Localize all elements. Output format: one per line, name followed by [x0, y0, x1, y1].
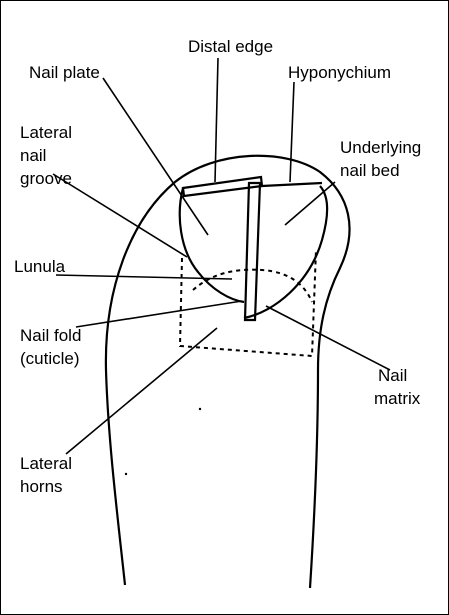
- label-lateral-nail-groove-1: Lateral: [20, 123, 72, 142]
- label-underlying-nail-bed-1: Underlying: [340, 138, 421, 157]
- label-distal-edge: Distal edge: [188, 37, 273, 56]
- distal-edge-shape: [183, 177, 262, 196]
- label-underlying-nail-bed-2: nail bed: [340, 161, 400, 180]
- finger-outline: [106, 156, 350, 588]
- label-lateral-nail-groove-3: groove: [20, 169, 72, 188]
- nail-plate-outline: [180, 186, 327, 318]
- label-hyponychium: Hyponychium: [288, 63, 391, 82]
- leader-lateral-horns: [66, 328, 217, 454]
- lateral-horns-outline: [180, 250, 316, 356]
- label-nail-fold-2: (cuticle): [20, 349, 80, 368]
- label-nail-fold-1: Nail fold: [20, 326, 81, 345]
- label-nail-matrix-2: matrix: [374, 389, 421, 408]
- label-lateral-nail-groove-2: nail: [20, 146, 46, 165]
- nail-strip: [245, 183, 260, 320]
- leader-lateral-nail-groove: [53, 174, 187, 257]
- label-lateral-horns-1: Lateral: [20, 454, 72, 473]
- label-lateral-horns-2: horns: [20, 477, 63, 496]
- leader-nail-plate: [103, 78, 208, 235]
- distal-edge-line: [262, 183, 322, 186]
- label-nail-plate: Nail plate: [29, 63, 100, 82]
- leader-nail-matrix: [266, 306, 390, 370]
- label-lunula: Lunula: [14, 257, 66, 276]
- dot: [125, 473, 127, 475]
- dot: [199, 408, 201, 410]
- leader-distal-edge: [215, 58, 218, 182]
- leader-nail-fold: [76, 301, 242, 327]
- label-nail-matrix-1: Nail: [378, 366, 407, 385]
- leader-lunula: [56, 275, 232, 279]
- leader-hyponychium: [290, 82, 294, 182]
